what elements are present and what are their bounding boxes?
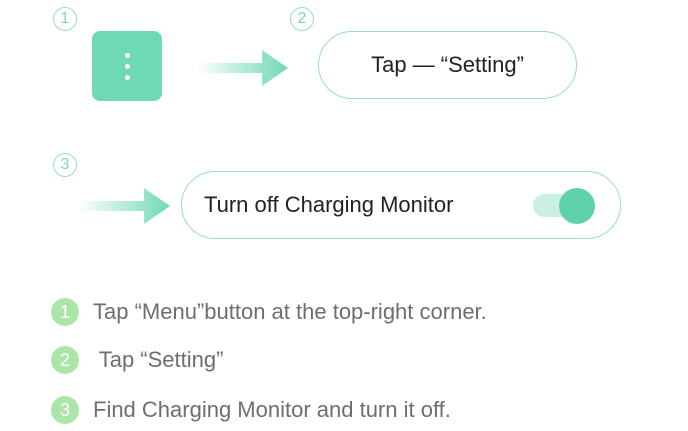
step-1-number: 1 [53,7,77,31]
instruction-text: Tap “Setting” [93,347,224,372]
instruction-text: Tap “Menu”button at the top-right corner… [93,299,487,324]
step-2-number: 2 [290,7,314,31]
arrow-right-icon [78,188,170,224]
menu-dot [125,64,130,69]
instruction-number-badge: 2 [51,346,79,374]
charging-monitor-pill: Turn off Charging Monitor [181,171,621,239]
toggle-knob[interactable] [559,188,595,224]
menu-button[interactable] [92,31,162,101]
setting-pill-label: Tap — “Setting” [371,52,524,77]
instruction-number-badge: 1 [51,298,79,326]
step-3-number: 3 [53,153,77,177]
charging-monitor-label: Turn off Charging Monitor [204,192,454,217]
instruction-item: 1 Tap “Menu”button at the top-right corn… [51,298,487,326]
menu-dot [125,75,130,80]
instruction-item: 3 Find Charging Monitor and turn it off. [51,396,451,424]
menu-dot [125,53,130,58]
arrow-right-icon [196,50,288,86]
instruction-number-badge: 3 [51,396,79,424]
instruction-item: 2 Tap “Setting” [51,346,223,374]
setting-pill[interactable]: Tap — “Setting” [318,31,577,99]
instruction-text: Find Charging Monitor and turn it off. [93,397,451,422]
